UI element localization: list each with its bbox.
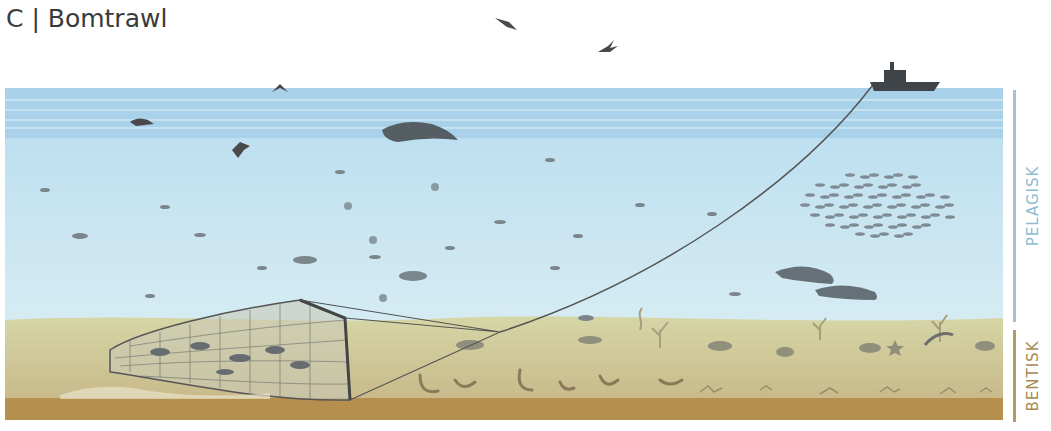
panel-title: C | Bomtrawl [6,4,167,33]
zone-label: PELAGISK [1024,166,1042,247]
zone-label: BENTISK [1024,341,1042,412]
